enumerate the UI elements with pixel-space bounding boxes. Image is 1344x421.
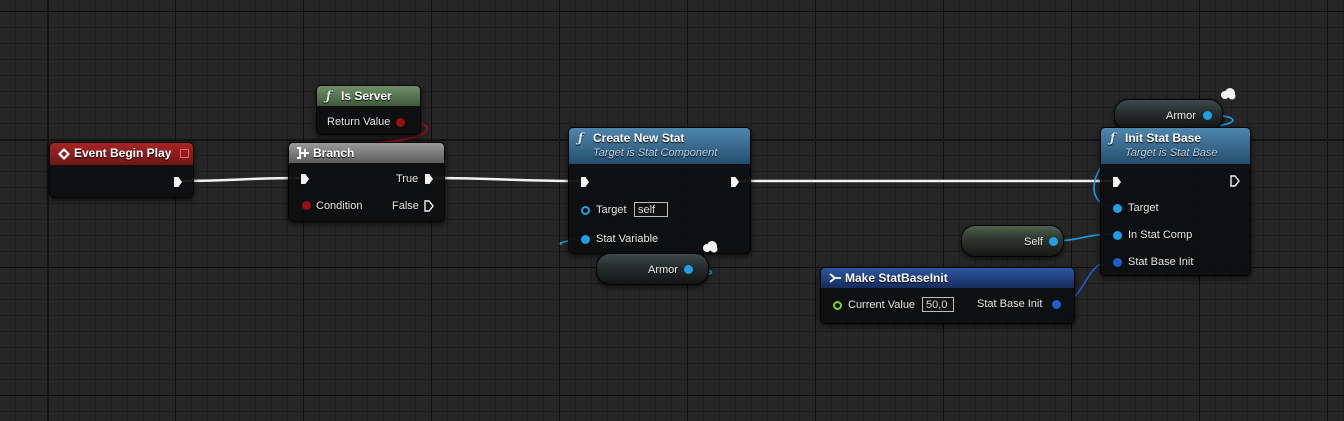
create-new-stat-header: ƒ Create New Stat Target is Stat Compone…: [569, 128, 750, 164]
init-stat-base-node[interactable]: ƒ Init Stat Base Target is Stat Base Tar…: [1100, 127, 1251, 276]
self-node[interactable]: Self: [961, 225, 1064, 257]
function-icon: ƒ: [578, 131, 584, 145]
self-out-pin[interactable]: [1049, 237, 1058, 246]
event-header: Event Begin Play: [50, 143, 193, 165]
branch-title: Branch: [313, 146, 355, 160]
armor-out-pin[interactable]: [684, 265, 693, 274]
exec-wire-begin-to-branch: [179, 176, 301, 183]
stat-base-init-in-label: Stat Base Init: [1128, 256, 1194, 268]
in-stat-comp-pin[interactable]: [1113, 231, 1122, 240]
armor-variable-node[interactable]: Armor: [596, 253, 709, 285]
event-title: Event Begin Play: [74, 146, 172, 160]
true-exec-pin[interactable]: [425, 174, 433, 184]
init-stat-base-header: ƒ Init Stat Base Target is Stat Base: [1101, 128, 1250, 164]
cloud-icon: [1221, 88, 1236, 100]
init-exec-in-pin[interactable]: [1113, 177, 1121, 187]
create-new-stat-subtitle: Target is Stat Component: [593, 147, 718, 159]
event-icon: [58, 148, 70, 160]
event-begin-play-node[interactable]: Event Begin Play: [49, 142, 194, 198]
armor-label-2: Armor: [1166, 110, 1196, 122]
stat-variable-label: Stat Variable: [596, 233, 659, 245]
create-exec-out-pin[interactable]: [731, 177, 739, 187]
create-new-stat-title: Create New Stat: [593, 131, 685, 145]
make-stat-base-init-title: Make StatBaseInit: [845, 271, 948, 285]
branch-icon: [297, 147, 309, 159]
current-value-field[interactable]: 50,0: [922, 297, 954, 312]
in-stat-comp-label: In Stat Comp: [1128, 229, 1193, 241]
self-label: Self: [1024, 236, 1043, 248]
make-struct-icon: [829, 273, 841, 283]
false-label: False: [392, 200, 419, 212]
make-stat-base-init-node[interactable]: Make StatBaseInit Current Value 50,0 Sta…: [820, 267, 1075, 324]
false-exec-pin[interactable]: [424, 200, 434, 212]
current-value-pin[interactable]: [833, 301, 842, 310]
target-value-field[interactable]: self: [634, 202, 668, 217]
stat-base-init-in-pin[interactable]: [1113, 258, 1122, 267]
target-label: Target: [596, 204, 627, 216]
branch-header: Branch: [289, 143, 444, 163]
is-server-header: ƒ Is Server: [317, 86, 420, 106]
cloud-icon: [703, 241, 718, 253]
stat-base-init-out-pin[interactable]: [1052, 300, 1061, 309]
true-label: True: [396, 173, 419, 185]
condition-label: Condition: [316, 200, 363, 212]
init-target-label: Target: [1128, 202, 1159, 214]
condition-pin[interactable]: [302, 201, 311, 210]
init-target-pin[interactable]: [1113, 204, 1122, 213]
create-exec-in-pin[interactable]: [581, 177, 589, 187]
exec-wire-branch-true-to-create: [429, 176, 583, 183]
current-value-label: Current Value: [848, 299, 916, 311]
make-stat-base-init-header: Make StatBaseInit: [821, 268, 1074, 288]
stop-icon[interactable]: [180, 149, 189, 158]
armor-label: Armor: [648, 264, 678, 276]
create-new-stat-node[interactable]: ƒ Create New Stat Target is Stat Compone…: [568, 127, 751, 254]
is-server-title: Is Server: [341, 89, 392, 103]
init-stat-base-title: Init Stat Base: [1125, 131, 1202, 145]
init-stat-base-subtitle: Target is Stat Base: [1125, 147, 1218, 159]
branch-node[interactable]: Branch True Condition False: [288, 142, 445, 222]
function-icon: ƒ: [326, 89, 332, 103]
return-value-label: Return Value: [327, 116, 391, 128]
branch-exec-in-pin[interactable]: [301, 174, 309, 184]
armor-out-pin-2[interactable]: [1203, 111, 1212, 120]
stat-base-init-output-label: Stat Base Init: [977, 298, 1043, 310]
target-pin[interactable]: [581, 206, 590, 215]
is-server-node[interactable]: ƒ Is Server Return Value: [316, 85, 421, 135]
stat-variable-pin[interactable]: [581, 235, 590, 244]
return-value-pin[interactable]: [396, 118, 405, 127]
exec-out-pin[interactable]: [174, 177, 182, 187]
init-exec-out-pin[interactable]: [1230, 175, 1240, 187]
armor-variable-node-2[interactable]: Armor: [1114, 99, 1223, 131]
function-icon: ƒ: [1110, 131, 1116, 145]
